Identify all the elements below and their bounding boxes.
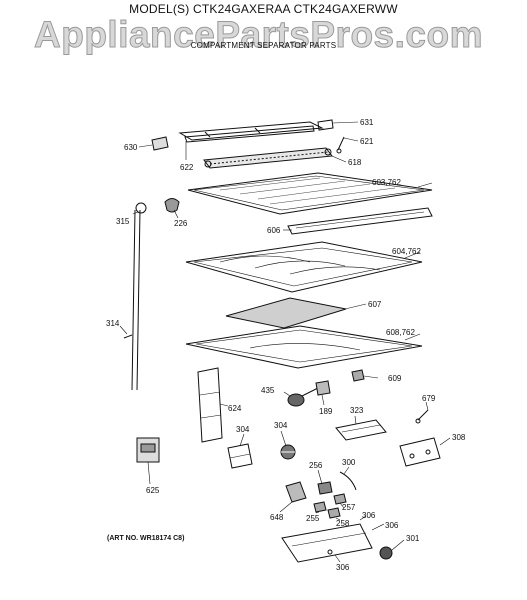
part-323-drawing	[335, 419, 387, 441]
part-606-drawing	[287, 207, 433, 235]
part-226-drawing	[164, 198, 180, 213]
part-label-315: 315	[116, 217, 130, 226]
leader-lines	[119, 121, 451, 563]
watermark-logo: AppliancePartsPros.com	[34, 14, 483, 56]
part-256-drawing	[317, 481, 333, 495]
part-label-435: 435	[261, 386, 275, 395]
part-604-separator-drawing	[185, 241, 423, 293]
part-258-drawing	[327, 507, 341, 519]
part-label-301: 301	[406, 534, 420, 543]
part-304a-drawing	[227, 443, 253, 469]
part-label-258: 258	[336, 519, 350, 528]
part-label-622: 622	[180, 163, 194, 172]
part-257-drawing	[333, 493, 347, 505]
part-label-304-knob: 304	[274, 421, 288, 430]
part-300-drawing	[339, 471, 357, 491]
part-304b-drawing	[280, 444, 296, 460]
part-189-drawing	[315, 380, 331, 396]
part-label-603-762: 603,762	[372, 178, 401, 187]
part-label-607: 607	[368, 300, 382, 309]
part-number-labels: 631 621 630 622 618 603,762 315 226 606 …	[106, 118, 466, 572]
part-630-drawing	[151, 136, 169, 151]
part-label-306-upper: 306	[362, 511, 376, 520]
part-label-621: 621	[360, 137, 374, 146]
part-label-625: 625	[146, 486, 160, 495]
part-308-drawing	[399, 437, 441, 467]
part-label-618: 618	[348, 158, 362, 167]
section-title: COMPARTMENT SEPARATOR PARTS	[190, 41, 337, 50]
part-631-drawing	[317, 119, 334, 131]
part-621-drawing	[336, 136, 345, 154]
part-label-257: 257	[342, 503, 356, 512]
part-607-mesh-drawing	[225, 297, 347, 329]
part-label-300: 300	[342, 458, 356, 467]
part-622-drawing	[178, 121, 324, 143]
part-608-separator-drawing	[185, 325, 423, 369]
part-301-drawing	[379, 546, 393, 560]
part-603-shelf-drawing	[187, 172, 433, 215]
part-label-308: 308	[452, 433, 466, 442]
part-label-323: 323	[350, 406, 364, 415]
part-label-608-762: 608,762	[386, 328, 415, 337]
part-618-drawing	[203, 147, 333, 169]
part-609-drawing	[351, 369, 365, 382]
part-255-drawing	[313, 501, 327, 513]
part-label-631: 631	[360, 118, 374, 127]
part-label-304-housing: 304	[236, 425, 250, 434]
part-624-drawing	[197, 367, 223, 443]
part-435-drawing	[287, 387, 319, 407]
part-679-drawing	[415, 409, 429, 424]
part-label-624: 624	[228, 404, 242, 413]
part-label-226: 226	[174, 219, 188, 228]
part-648-drawing	[285, 481, 307, 503]
part-label-606: 606	[267, 226, 281, 235]
part-625-drawing	[136, 437, 160, 463]
part-315-314-drawing	[123, 202, 147, 391]
part-label-604-762: 604,762	[392, 247, 421, 256]
part-label-630: 630	[124, 143, 138, 152]
part-label-189: 189	[319, 407, 333, 416]
model-header: MODEL(S) CTK24GAXERAA CTK24GAXERWW	[129, 2, 398, 16]
part-label-306-bottom: 306	[336, 563, 350, 572]
part-306-housing-drawing	[281, 523, 373, 563]
part-label-679: 679	[422, 394, 436, 403]
part-label-256: 256	[309, 461, 323, 470]
part-label-609: 609	[388, 374, 402, 383]
part-label-255: 255	[306, 514, 320, 523]
part-label-306-right: 306	[385, 521, 399, 530]
art-number: (ART NO. WR18174 C8)	[107, 535, 185, 542]
part-label-648: 648	[270, 513, 284, 522]
part-label-314: 314	[106, 319, 120, 328]
